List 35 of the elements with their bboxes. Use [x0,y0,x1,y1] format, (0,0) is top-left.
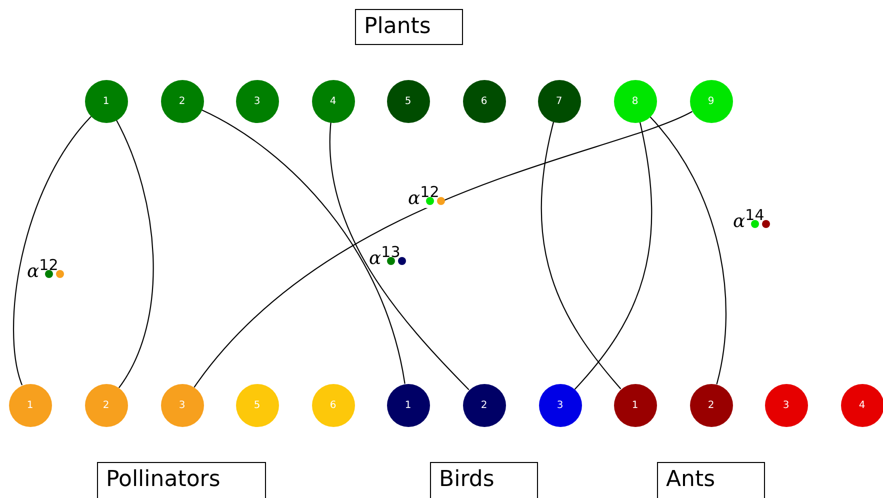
species-circle: 6 [312,384,354,426]
species-circle: 2 [160,80,204,122]
group-label-box: Plants [355,9,463,45]
species-circle: 4 [312,80,354,122]
species-circle: 5 [236,384,278,426]
species-circle: 1 [8,384,52,426]
species-circle: 3 [538,384,582,426]
group-label-box: Ants [657,462,765,498]
species-circle: 1 [386,384,430,426]
interaction-coefficient: α$^{13}$ [369,243,400,268]
species-circle: 7 [538,80,580,122]
group-label-box: Birds [430,462,538,498]
species-circle: 2 [84,384,128,426]
species-circle: 1 [614,384,656,426]
interaction-coefficient: α$^{12}$ [408,183,440,208]
species-circle: 3 [236,80,278,122]
species-circle: 2 [690,384,732,426]
species-circle: 3 [160,384,204,426]
connector-line [194,111,692,388]
species-circle: 6 [462,80,506,122]
species-circle: 3 [764,384,808,426]
connector-line [201,109,406,384]
species-circle: 1 [84,80,128,122]
connector-line [540,122,622,390]
species-circle: 8 [614,80,656,122]
connector-line [649,116,726,384]
group-label-box: Pollinators [97,462,266,498]
species-circle: 4 [840,384,883,426]
species-circle: 5 [386,80,430,122]
connector-line [116,120,154,388]
species-circle: 2 [462,384,506,426]
species-circle: 9 [690,80,732,122]
connector-line [329,122,470,390]
connector-line [13,116,92,386]
connector-line [574,122,652,390]
